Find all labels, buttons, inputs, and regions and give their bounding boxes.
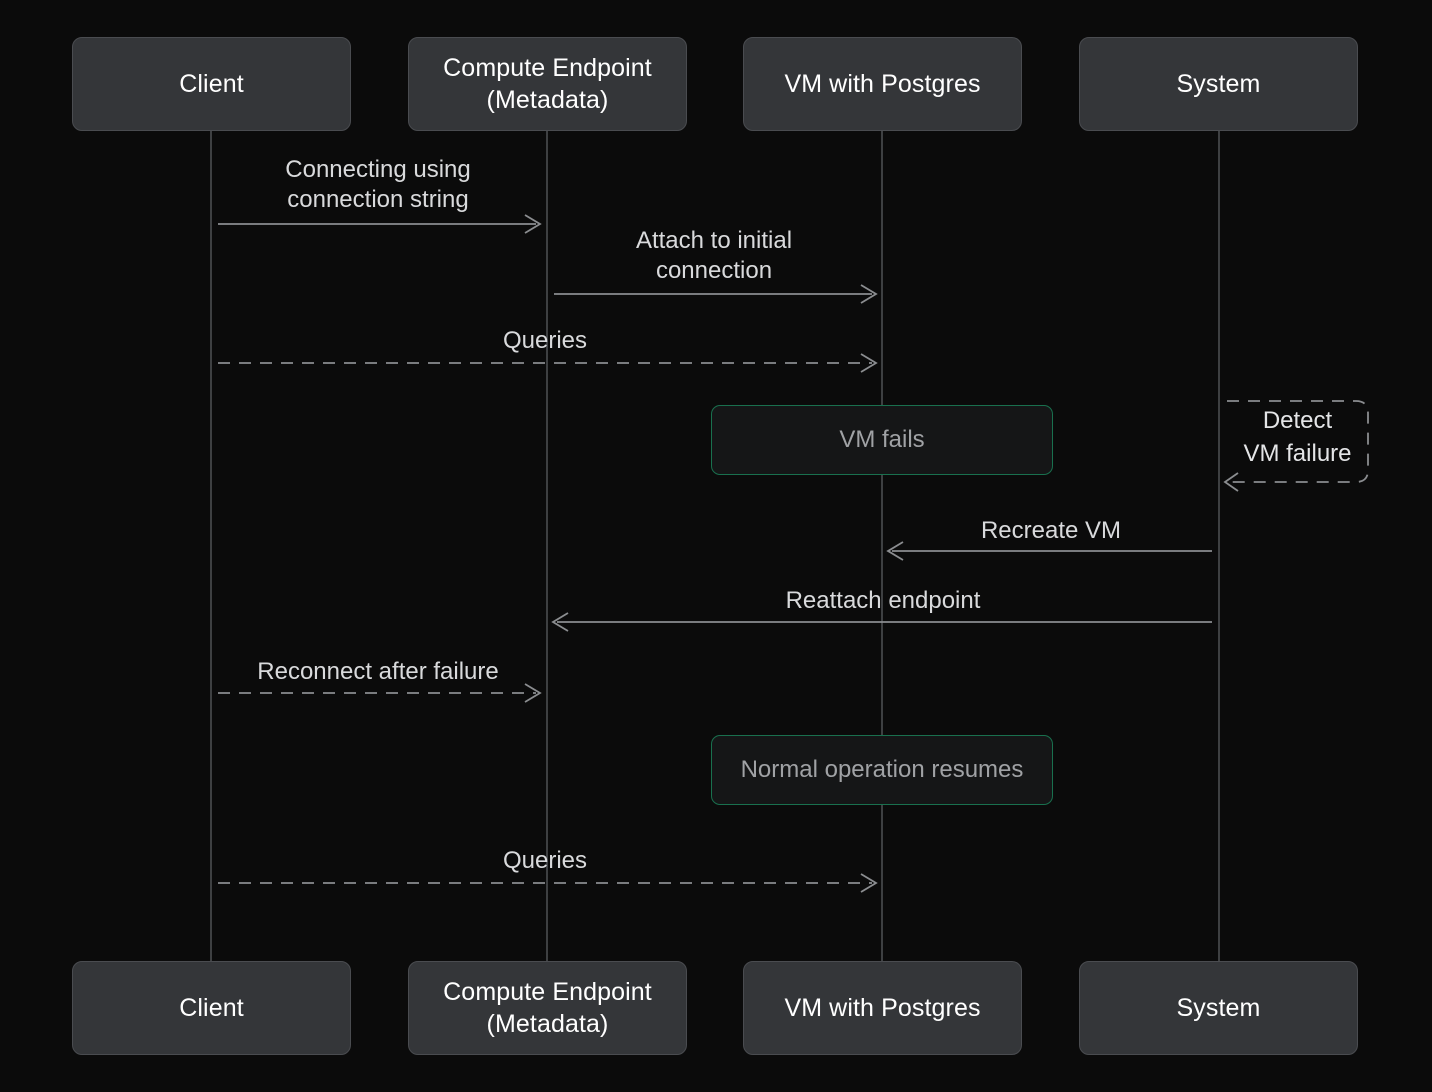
message-arrow-queries-2 <box>218 873 878 893</box>
participant-box-top-compute-endpoint[interactable]: Compute Endpoint (Metadata) <box>408 37 687 131</box>
participant-box-bottom-compute-endpoint[interactable]: Compute Endpoint (Metadata) <box>408 961 687 1055</box>
participant-box-top-client[interactable]: Client <box>72 37 351 131</box>
message-arrow-recreate-vm <box>886 541 1212 561</box>
participant-box-top-system[interactable]: System <box>1079 37 1358 131</box>
note-normal-operation-resumes: Normal operation resumes <box>711 735 1053 805</box>
message-arrow-queries-1 <box>218 353 878 373</box>
note-vm-fails: VM fails <box>711 405 1053 475</box>
message-arrow-attach-to-initial-connection <box>554 284 878 304</box>
participant-box-top-vm-postgres[interactable]: VM with Postgres <box>743 37 1022 131</box>
message-label-detect-vm-failure: Detect VM failure <box>1243 407 1352 467</box>
message-arrow-detect-vm-failure-self-loop <box>1223 400 1369 492</box>
participant-box-bottom-client[interactable]: Client <box>72 961 351 1055</box>
message-arrow-reattach-endpoint <box>551 612 1212 632</box>
message-arrow-connecting-using-connection-string <box>218 214 542 234</box>
participant-box-bottom-vm-postgres[interactable]: VM with Postgres <box>743 961 1022 1055</box>
participant-box-bottom-system[interactable]: System <box>1079 961 1358 1055</box>
message-arrow-reconnect-after-failure <box>218 683 542 703</box>
